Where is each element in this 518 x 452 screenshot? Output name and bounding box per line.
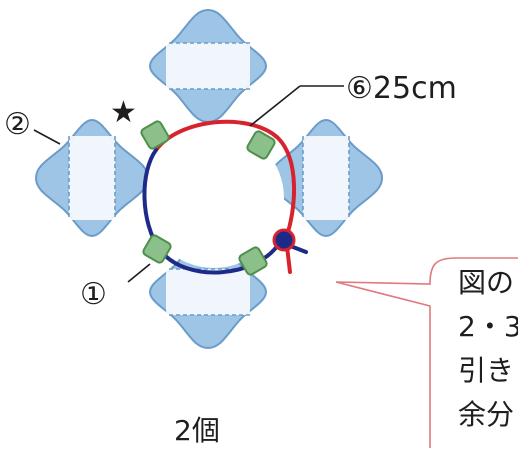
petal-left	[35, 119, 149, 237]
label-count: 2個	[174, 414, 220, 447]
leader-6	[249, 85, 301, 127]
knot	[272, 228, 296, 252]
bead	[142, 234, 172, 264]
bead	[238, 246, 268, 276]
label-marker-1: ①	[80, 277, 107, 312]
callout-line: 図の	[458, 266, 514, 299]
callout-line: 2・3	[458, 310, 518, 343]
callout-line: 余分	[458, 398, 514, 431]
label-marker-6-length: ⑥25cm	[346, 71, 457, 106]
petal-top	[149, 9, 267, 123]
leader-2	[33, 129, 61, 145]
label-marker-2: ②	[4, 107, 31, 142]
star-mark: ★	[110, 95, 137, 130]
callout-line: 引き	[458, 354, 514, 387]
petal-right	[269, 119, 383, 237]
leader-1	[127, 263, 151, 283]
bead	[140, 120, 170, 150]
red-thread	[154, 119, 297, 274]
callout-box	[335, 257, 518, 452]
bead	[246, 130, 276, 160]
